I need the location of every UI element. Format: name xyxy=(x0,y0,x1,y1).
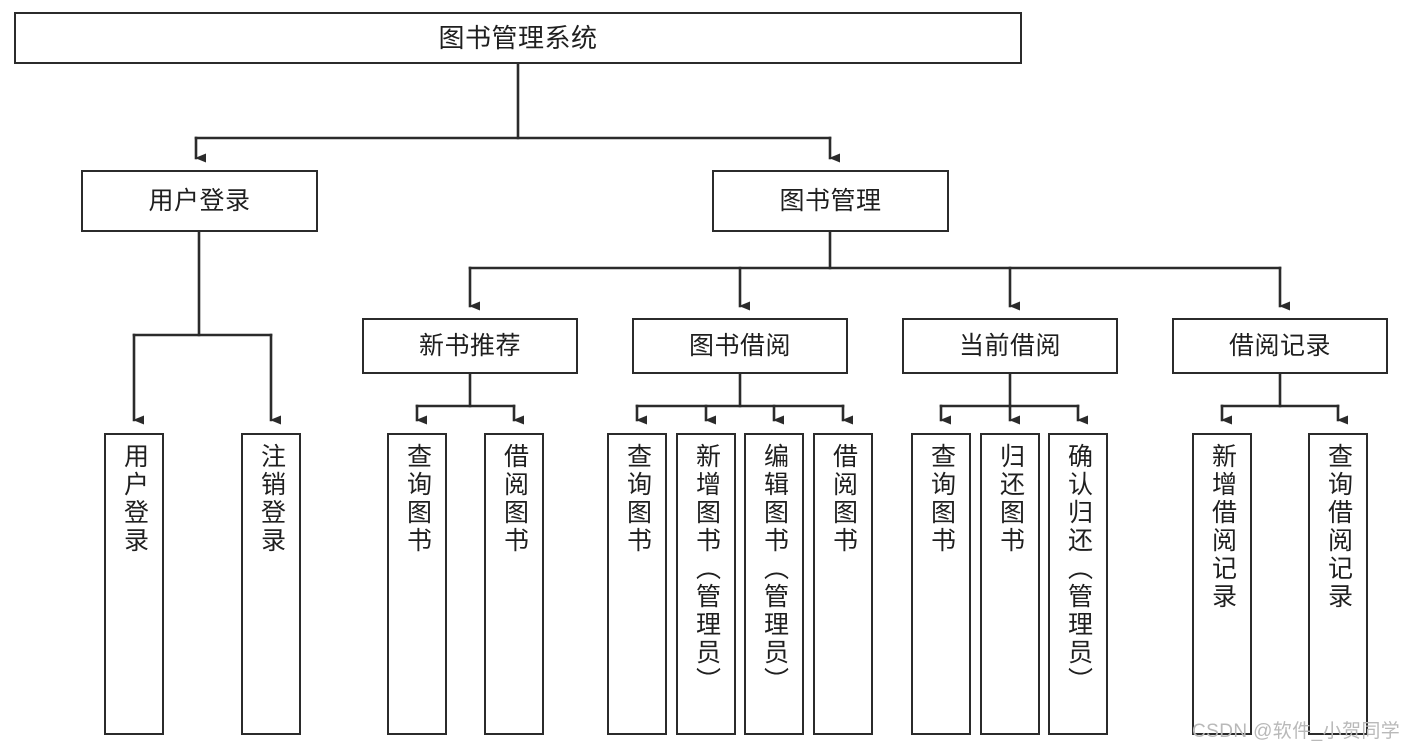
node-label: 新增图书（管理员） xyxy=(692,443,721,695)
node-label: 用户登录 xyxy=(120,443,149,555)
node-label: 注销登录 xyxy=(257,443,286,555)
node-label: 借阅记录 xyxy=(1228,331,1331,360)
node-label: 查询图书 xyxy=(403,443,432,555)
node-leaf-user-login[interactable]: 用户登录 xyxy=(104,433,164,735)
node-label: 查询图书 xyxy=(623,443,652,555)
node-leaf-borrow-book-1[interactable]: 借阅图书 xyxy=(484,433,544,735)
node-leaf-logout[interactable]: 注销登录 xyxy=(241,433,301,735)
node-book-manage[interactable]: 图书管理 xyxy=(712,170,949,232)
node-borrow-record[interactable]: 借阅记录 xyxy=(1172,318,1388,374)
node-leaf-query-book-1[interactable]: 查询图书 xyxy=(387,433,447,735)
node-label: 用户登录 xyxy=(148,186,251,215)
node-leaf-query-borrow-record[interactable]: 查询借阅记录 xyxy=(1308,433,1368,735)
node-label: 新书推荐 xyxy=(418,331,521,360)
node-leaf-return-book[interactable]: 归还图书 xyxy=(980,433,1040,735)
node-root-book-management-system[interactable]: 图书管理系统 xyxy=(14,12,1022,64)
node-user-login[interactable]: 用户登录 xyxy=(81,170,318,232)
node-leaf-query-book-3[interactable]: 查询图书 xyxy=(911,433,971,735)
node-leaf-add-borrow-record[interactable]: 新增借阅记录 xyxy=(1192,433,1252,735)
node-leaf-confirm-return-admin[interactable]: 确认归还（管理员） xyxy=(1048,433,1108,735)
node-label: 查询借阅记录 xyxy=(1324,443,1353,611)
node-label: 当前借阅 xyxy=(958,331,1061,360)
node-label: 借阅图书 xyxy=(829,443,858,555)
node-label: 借阅图书 xyxy=(500,443,529,555)
node-leaf-add-book-admin[interactable]: 新增图书（管理员） xyxy=(676,433,736,735)
node-label: 新增借阅记录 xyxy=(1208,443,1237,611)
node-leaf-borrow-book-2[interactable]: 借阅图书 xyxy=(813,433,873,735)
node-label: 归还图书 xyxy=(996,443,1025,555)
node-label: 确认归还（管理员） xyxy=(1064,443,1093,695)
node-leaf-edit-book-admin[interactable]: 编辑图书（管理员） xyxy=(744,433,804,735)
node-label: 查询图书 xyxy=(927,443,956,555)
csdn-watermark: CSDN @软件_小贺同学 xyxy=(1192,721,1401,742)
node-label: 图书管理系统 xyxy=(438,22,598,53)
node-label: 编辑图书（管理员） xyxy=(760,443,789,695)
node-current-borrow[interactable]: 当前借阅 xyxy=(902,318,1118,374)
node-leaf-query-book-2[interactable]: 查询图书 xyxy=(607,433,667,735)
node-new-book-recommendation[interactable]: 新书推荐 xyxy=(362,318,578,374)
node-label: 图书借阅 xyxy=(688,331,791,360)
node-label: 图书管理 xyxy=(779,186,882,215)
node-book-borrow[interactable]: 图书借阅 xyxy=(632,318,848,374)
